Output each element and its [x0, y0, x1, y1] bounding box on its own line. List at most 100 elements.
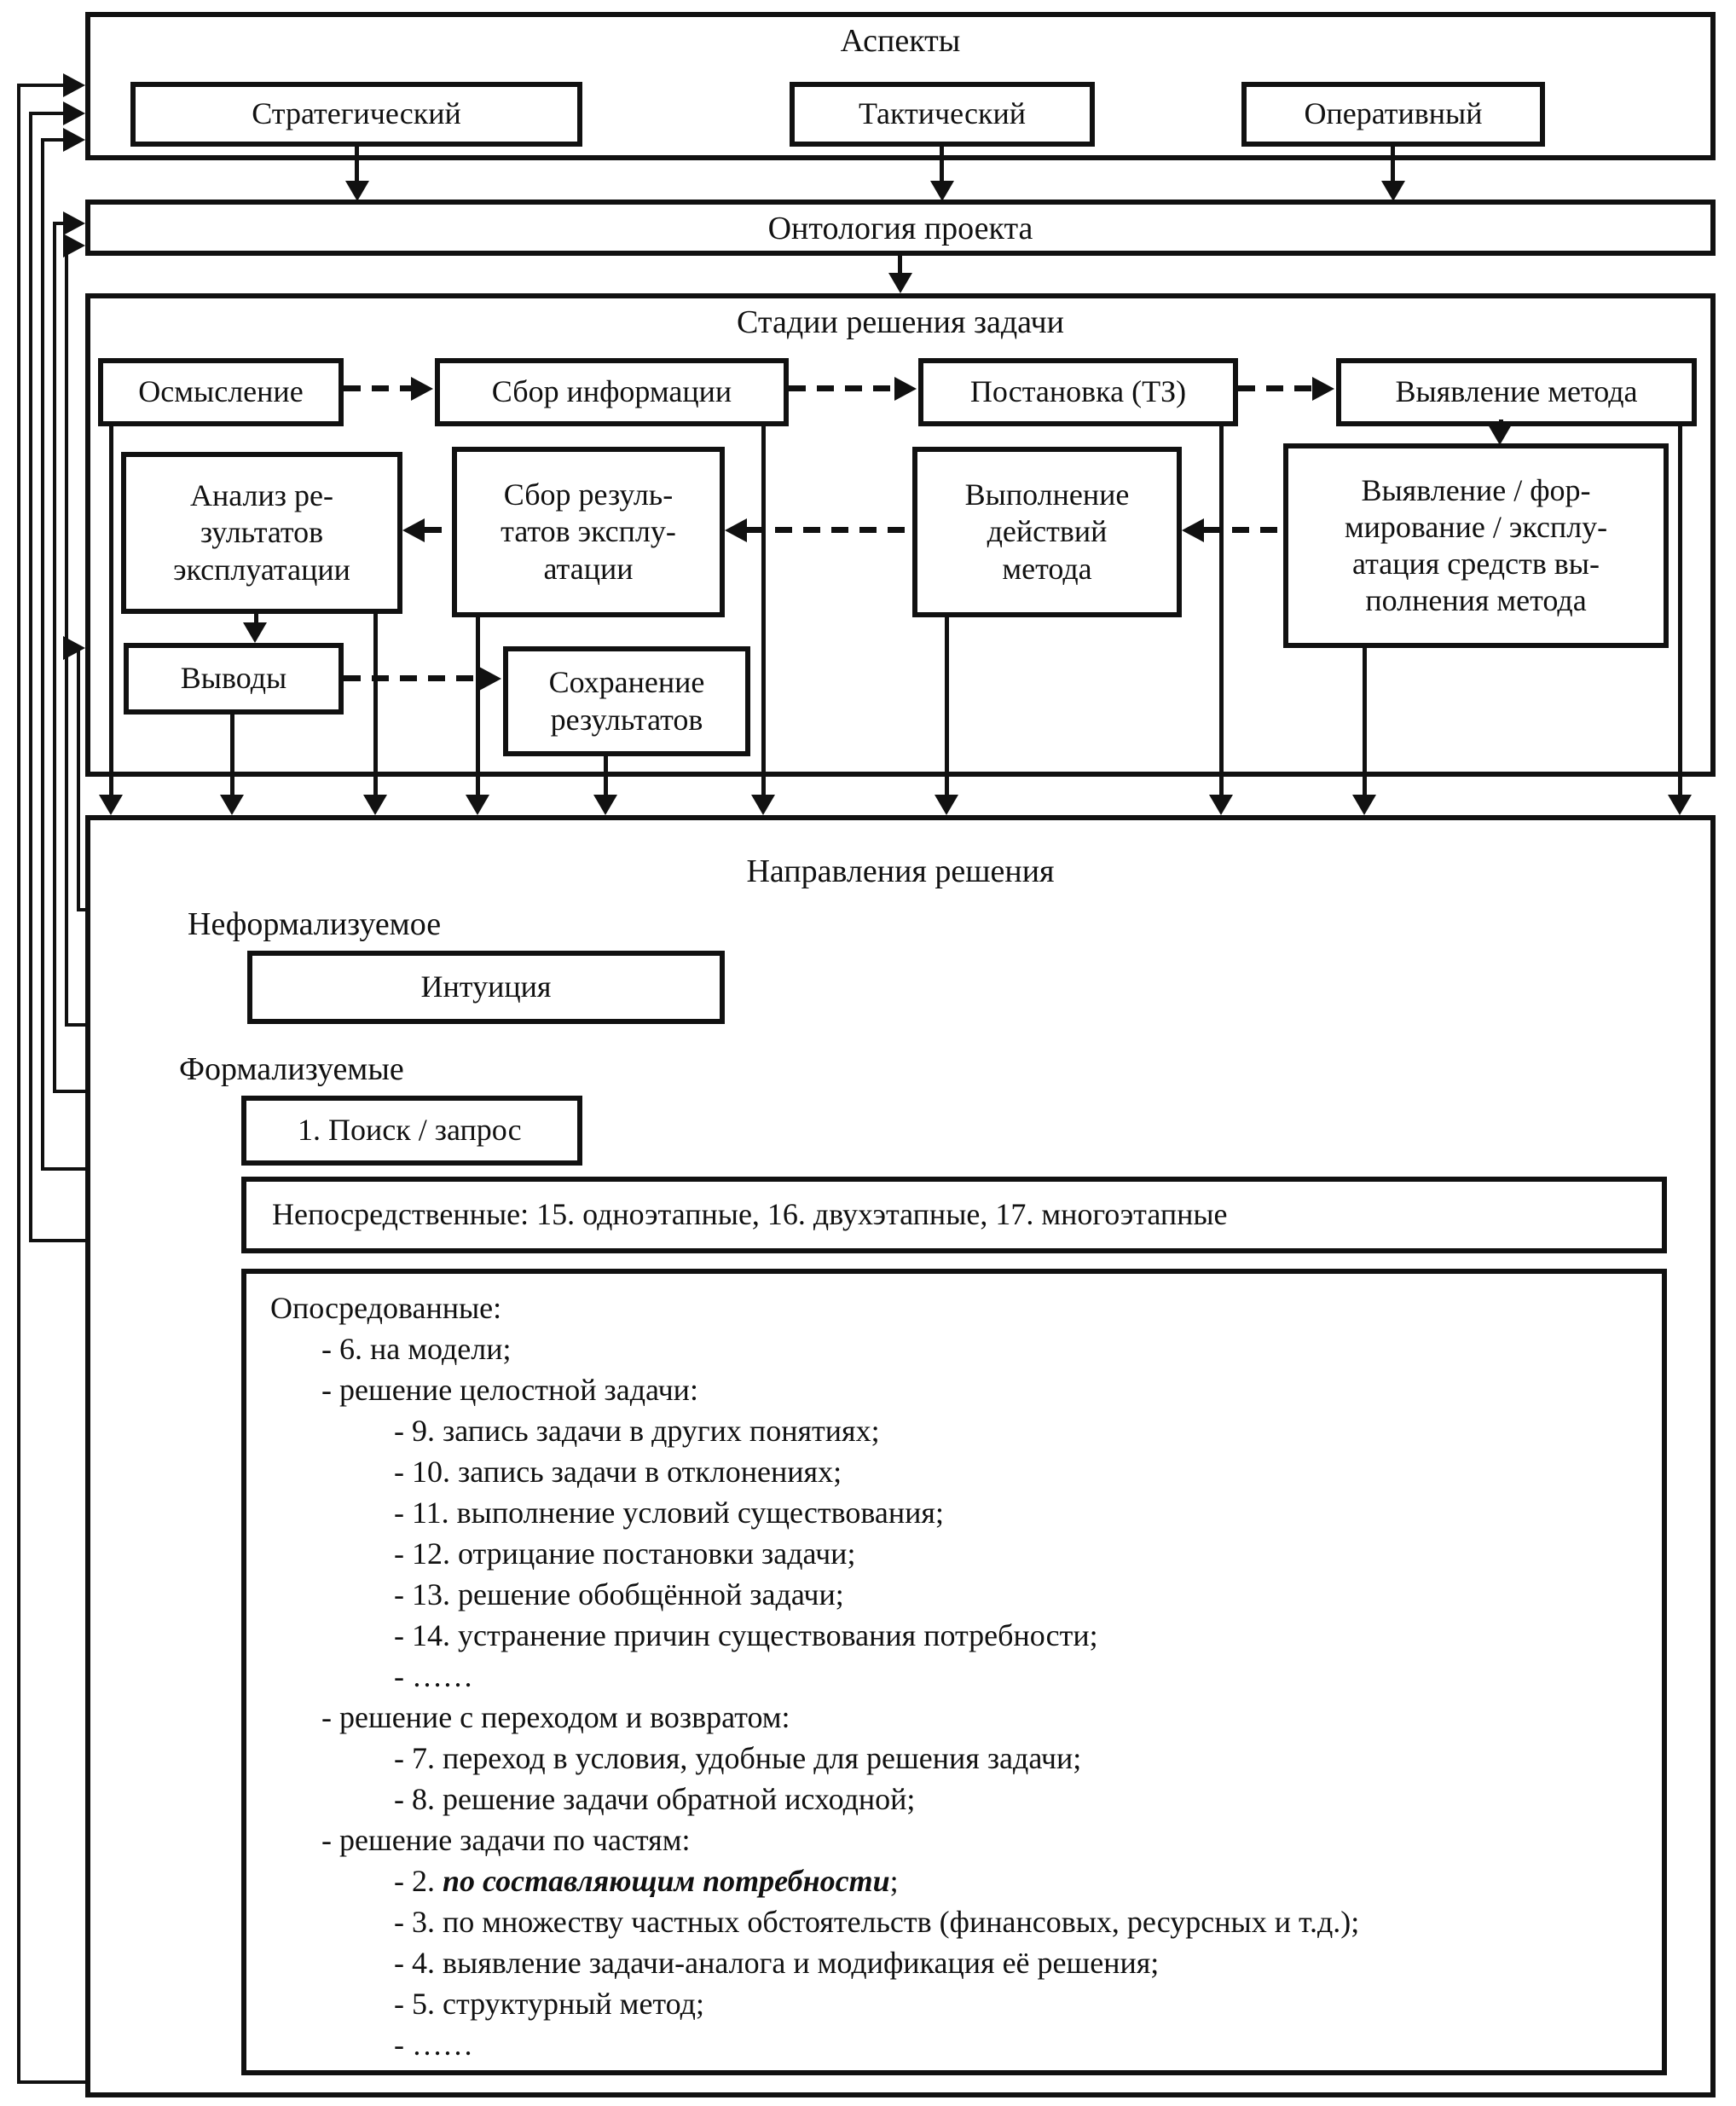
arrowhead-vyvody-to-sohranenie [479, 667, 501, 691]
feedback-line-4-vertical [53, 222, 56, 1093]
drop-arrowhead-sbor-informacii [751, 795, 775, 815]
dashed-vypolnenie-to-sbor-rezultatov [747, 527, 912, 533]
list-item-prefix: - 2. [394, 1864, 443, 1898]
aspect-box-tactical: Тактический [790, 82, 1095, 147]
drop-arrowhead-vypolnenie [935, 795, 958, 815]
list-item: - 7. переход в условия, удобные для реше… [394, 1741, 1082, 1775]
stage-box-vypolnenie-dejstvij: Выполнение действий метода [912, 447, 1182, 617]
feedback-line-5-bottom [65, 1023, 85, 1027]
feedback-line-3-top [41, 138, 65, 142]
dashed-osmyslenie-to-sbor [344, 385, 411, 391]
dashed-formirovanie-to-vypolnenie [1204, 527, 1283, 533]
drop-line-vyjavlenie-metoda [1678, 426, 1682, 796]
feedback-line-3-bottom [41, 1167, 85, 1171]
drop-line-sohranenie [604, 756, 608, 796]
arrowhead-ontology-to-stages [888, 273, 912, 293]
feedback-arrowhead-3 [63, 128, 85, 152]
list-item: - решение целостной задачи: [321, 1373, 698, 1407]
drop-arrowhead-osmyslenie [99, 795, 123, 815]
list-item-emphasized: - 2. по составляющим потребности; [394, 1860, 1645, 1901]
list-item: - 14. устранение причин существования по… [394, 1618, 1098, 1652]
feedback-line-6-bottom [77, 908, 85, 911]
feedback-arrowhead-2 [63, 101, 85, 125]
arrow-tactical-to-ontology [940, 147, 944, 182]
direct-methods-box: Непосредственные: 15. одноэтапные, 16. д… [241, 1177, 1667, 1253]
aspects-container [85, 12, 1716, 160]
arrowhead-operational-to-ontology [1381, 181, 1405, 201]
drop-line-formirovanie [1363, 648, 1367, 796]
arrow-operational-to-ontology [1391, 147, 1395, 182]
list-item: - решение с переходом и возвратом: [321, 1700, 790, 1734]
list-item: - решение задачи по частям: [321, 1823, 691, 1857]
drop-arrowhead-sbor-rezultatov [466, 795, 489, 815]
feedback-line-4-bottom [53, 1090, 85, 1093]
stage-box-vyjavlenie-formirovanie: Выявление / фор- мирование / эксплу- ата… [1283, 443, 1669, 648]
list-item-suffix: ; [889, 1864, 899, 1898]
feedback-line-2-vertical [29, 112, 32, 1242]
arrowhead-analiz-to-vyvody [243, 622, 267, 643]
feedback-line-1-bottom [17, 2080, 85, 2084]
drop-arrowhead-analiz [363, 795, 387, 815]
ontology-title: Онтология проекта [767, 211, 1033, 246]
feedback-line-2-top [29, 112, 65, 115]
list-item: - …… [394, 2028, 473, 2062]
list-item: - 12. отрицание постановки задачи; [394, 1536, 856, 1571]
arrowhead-sbor-rezultatov-to-analiz [402, 518, 425, 542]
stage-box-sohranenie-rezultatov: Сохранение результатов [503, 646, 750, 756]
list-item: - 4. выявление задачи-аналога и модифика… [394, 1946, 1160, 1980]
directions-title: Направления решения [746, 853, 1055, 889]
feedback-line-4-top [53, 222, 65, 225]
drop-line-analiz [373, 614, 378, 796]
drop-line-sbor-informacii [761, 426, 766, 796]
aspect-box-strategic: Стратегический [130, 82, 582, 147]
drop-arrowhead-sohranenie [593, 795, 617, 815]
feedback-arrowhead-6 [63, 636, 85, 660]
stage-box-osmyslenie: Осмысление [98, 358, 344, 426]
drop-arrowhead-formirovanie [1352, 795, 1376, 815]
arrowhead-osmyslenie-to-sbor [411, 377, 433, 401]
indirect-title: Опосредованные: [270, 1291, 502, 1325]
feedback-line-6-vertical [77, 648, 80, 911]
arrowhead-strategic-to-ontology [345, 181, 369, 201]
aspects-title: Аспекты [840, 23, 961, 59]
drop-line-postanovka [1219, 426, 1224, 796]
non-formalizable-label: Неформализуемое [188, 906, 442, 942]
stages-container [85, 293, 1716, 777]
dashed-postanovka-to-vyjavlenie [1238, 385, 1312, 391]
list-item: - …… [394, 1659, 473, 1693]
list-item: - 3. по множеству частных обстоятельств … [394, 1905, 1360, 1939]
stage-box-postanovka: Постановка (ТЗ) [918, 358, 1238, 426]
arrow-analiz-to-vyvody [254, 614, 258, 626]
aspect-box-operational: Оперативный [1241, 82, 1545, 147]
list-item: - 8. решение задачи обратной исходной; [394, 1782, 916, 1816]
feedback-line-1-top [17, 84, 67, 87]
list-item: - 6. на модели; [321, 1332, 512, 1366]
arrowhead-vypolnenie-to-sbor-rezultatov [725, 518, 747, 542]
ontology-bar [85, 200, 1716, 256]
arrowhead-vyjavlenie-to-formirovanie [1488, 425, 1512, 445]
arrowhead-formirovanie-to-vypolnenie [1182, 518, 1204, 542]
stage-box-sbor-informacii: Сбор информации [435, 358, 789, 426]
drop-line-sbor-rezultatov [476, 617, 480, 796]
dashed-vyvody-to-sohranenie [344, 675, 479, 681]
intuition-box: Интуиция [247, 951, 725, 1024]
list-item: - 10. запись задачи в отклонениях; [394, 1455, 842, 1489]
stage-box-vyjavlenie-metoda: Выявление метода [1336, 358, 1697, 426]
arrowhead-sbor-to-postanovka [894, 377, 917, 401]
arrow-ontology-to-stages [898, 256, 902, 276]
arrowhead-postanovka-to-vyjavlenie [1312, 377, 1334, 401]
list-item: - 13. решение обобщённой задачи; [394, 1577, 844, 1611]
list-item-emphasis: по составляющим потребности [443, 1864, 890, 1898]
feedback-arrowhead-4 [63, 211, 85, 235]
dashed-sbor-rezultatov-to-analiz [425, 527, 452, 533]
feedback-line-1-vertical [17, 84, 20, 2084]
list-item: - 9. запись задачи в других понятиях; [394, 1414, 880, 1448]
list-item: - 11. выполнение условий существования; [394, 1496, 944, 1530]
dashed-sbor-to-postanovka [789, 385, 894, 391]
drop-arrowhead-vyvody [220, 795, 244, 815]
stages-title: Стадии решения задачи [737, 304, 1064, 340]
arrowhead-tactical-to-ontology [930, 181, 954, 201]
list-item: - 5. структурный метод; [394, 1987, 704, 2021]
drop-line-osmyslenie [109, 426, 113, 796]
